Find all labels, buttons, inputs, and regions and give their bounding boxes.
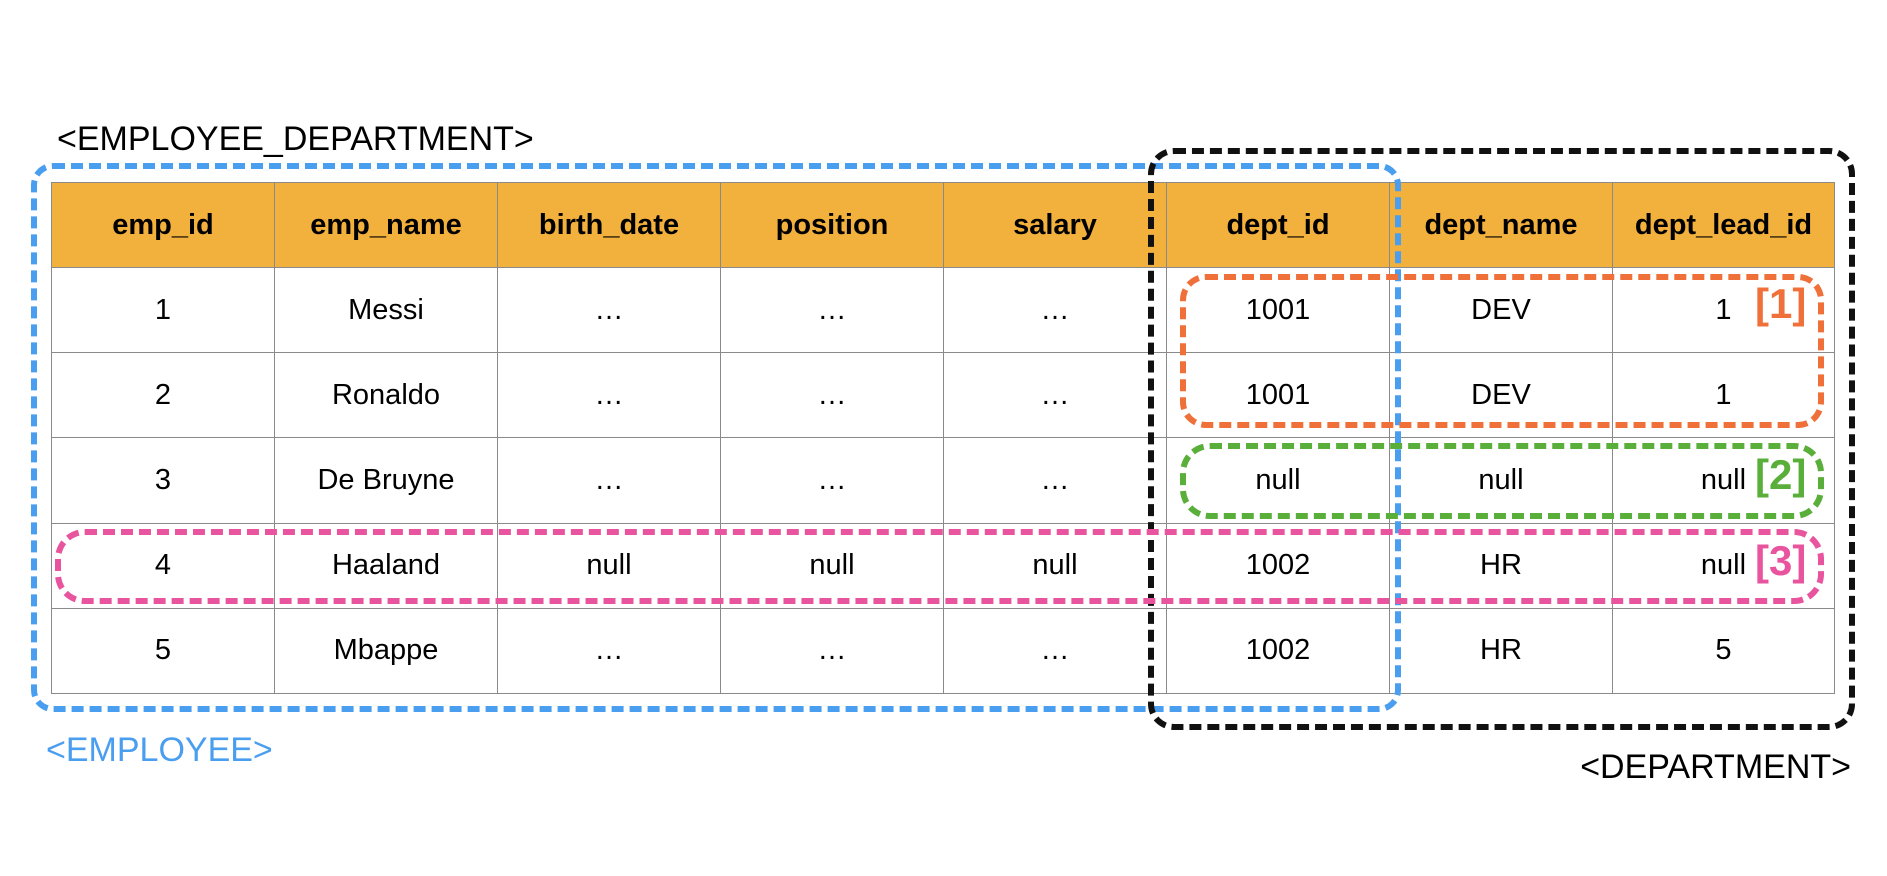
table-row: 5 Mbappe … … … 1002 HR 5: [51, 607, 1835, 695]
table-cell: null: [1389, 437, 1613, 524]
column-header-dept-name: dept_name: [1389, 182, 1613, 268]
anomaly-2-marker: [2]: [1755, 451, 1807, 498]
anomaly-2-outline: [1180, 443, 1824, 519]
table-cell: …: [497, 607, 721, 695]
table-cell: De Bruyne: [274, 437, 498, 524]
table-cell: 1002: [1166, 522, 1390, 609]
table-row: 3 De Bruyne … … … null null null: [51, 437, 1835, 524]
employee-department-caption: <EMPLOYEE_DEPARTMENT>: [57, 120, 534, 158]
table-cell: …: [497, 352, 721, 439]
employee-caption: <EMPLOYEE>: [46, 731, 273, 769]
table-cell: 5: [1612, 607, 1835, 695]
table-cell: HR: [1389, 607, 1613, 695]
table-row: 4 Haaland null null null 1002 HR null: [51, 522, 1835, 609]
employee-department-table: emp_id emp_name birth_date position sala…: [51, 182, 1835, 695]
column-header-salary: salary: [943, 182, 1167, 268]
anomaly-3-marker: [3]: [1755, 537, 1807, 584]
table-cell: …: [943, 607, 1167, 695]
anomaly-1-marker: [1]: [1755, 280, 1807, 327]
table-cell: 1: [51, 266, 275, 354]
table-cell: 2: [51, 352, 275, 439]
table-cell: Haaland: [274, 522, 498, 609]
table-cell: 1: [1612, 266, 1835, 354]
table-cell: …: [497, 437, 721, 524]
table-cell: null: [720, 522, 944, 609]
table-cell: 3: [51, 437, 275, 524]
anomaly-3-outline: [55, 529, 1824, 604]
table-cell: …: [497, 266, 721, 354]
table-cell: Mbappe: [274, 607, 498, 695]
header-row: emp_id emp_name birth_date position sala…: [51, 182, 1835, 268]
employee-region-outline: [31, 163, 1401, 712]
table-cell: …: [943, 437, 1167, 524]
column-header-dept-lead-id: dept_lead_id: [1612, 182, 1835, 268]
table-cell: …: [943, 266, 1167, 354]
table-cell: 5: [51, 607, 275, 695]
table-cell: HR: [1389, 522, 1613, 609]
table-cell: …: [720, 266, 944, 354]
table-cell: null: [943, 522, 1167, 609]
department-caption: <DEPARTMENT>: [1580, 748, 1851, 786]
anomaly-1-outline: [1180, 274, 1824, 428]
column-header-emp-name: emp_name: [274, 182, 498, 268]
table-cell: …: [720, 607, 944, 695]
table-cell: …: [720, 437, 944, 524]
table-cell: Messi: [274, 266, 498, 354]
table-cell: 1002: [1166, 607, 1390, 695]
table-cell: …: [720, 352, 944, 439]
table-cell: …: [943, 352, 1167, 439]
table-row: 1 Messi … … … 1001 DEV 1: [51, 266, 1835, 354]
table-cell: 4: [51, 522, 275, 609]
column-header-emp-id: emp_id: [51, 182, 275, 268]
column-header-dept-id: dept_id: [1166, 182, 1390, 268]
table-cell: null: [497, 522, 721, 609]
table-cell: DEV: [1389, 266, 1613, 354]
column-header-position: position: [720, 182, 944, 268]
department-region-outline: [1148, 148, 1855, 730]
